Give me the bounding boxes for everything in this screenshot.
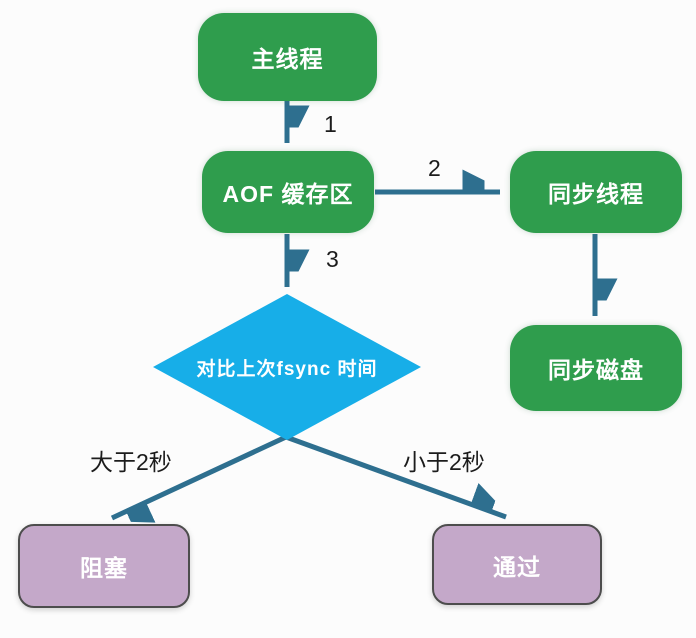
node-sync-disk: 同步磁盘 bbox=[510, 325, 682, 411]
node-compare-fsync-label: 对比上次fsync 时间 bbox=[196, 358, 378, 380]
node-aof-buffer-label: AOF 缓存区 bbox=[222, 181, 354, 207]
node-sync-thread: 同步线程 bbox=[510, 151, 682, 233]
node-aof-buffer: AOF 缓存区 bbox=[202, 151, 374, 233]
node-block-label: 阻塞 bbox=[80, 555, 128, 581]
node-block: 阻塞 bbox=[18, 524, 190, 608]
node-pass: 通过 bbox=[432, 524, 602, 605]
edge-label-step-3: 3 bbox=[326, 246, 339, 272]
edge-decision-to-pass-arrow bbox=[285, 434, 507, 520]
edge-label-step-1: 1 bbox=[324, 111, 337, 137]
node-main-thread-label: 主线程 bbox=[251, 46, 324, 72]
node-pass-label: 通过 bbox=[493, 553, 541, 580]
edge-label-greater-than-2s: 大于2秒 bbox=[90, 449, 172, 475]
edge-decision-to-block-arrow bbox=[110, 434, 288, 518]
node-sync-thread-label: 同步线程 bbox=[548, 181, 644, 207]
node-main-thread: 主线程 bbox=[198, 13, 377, 101]
edge-label-less-than-2s: 小于2秒 bbox=[403, 449, 485, 475]
edge-label-step-2: 2 bbox=[428, 155, 441, 181]
node-sync-disk-label: 同步磁盘 bbox=[548, 357, 644, 383]
